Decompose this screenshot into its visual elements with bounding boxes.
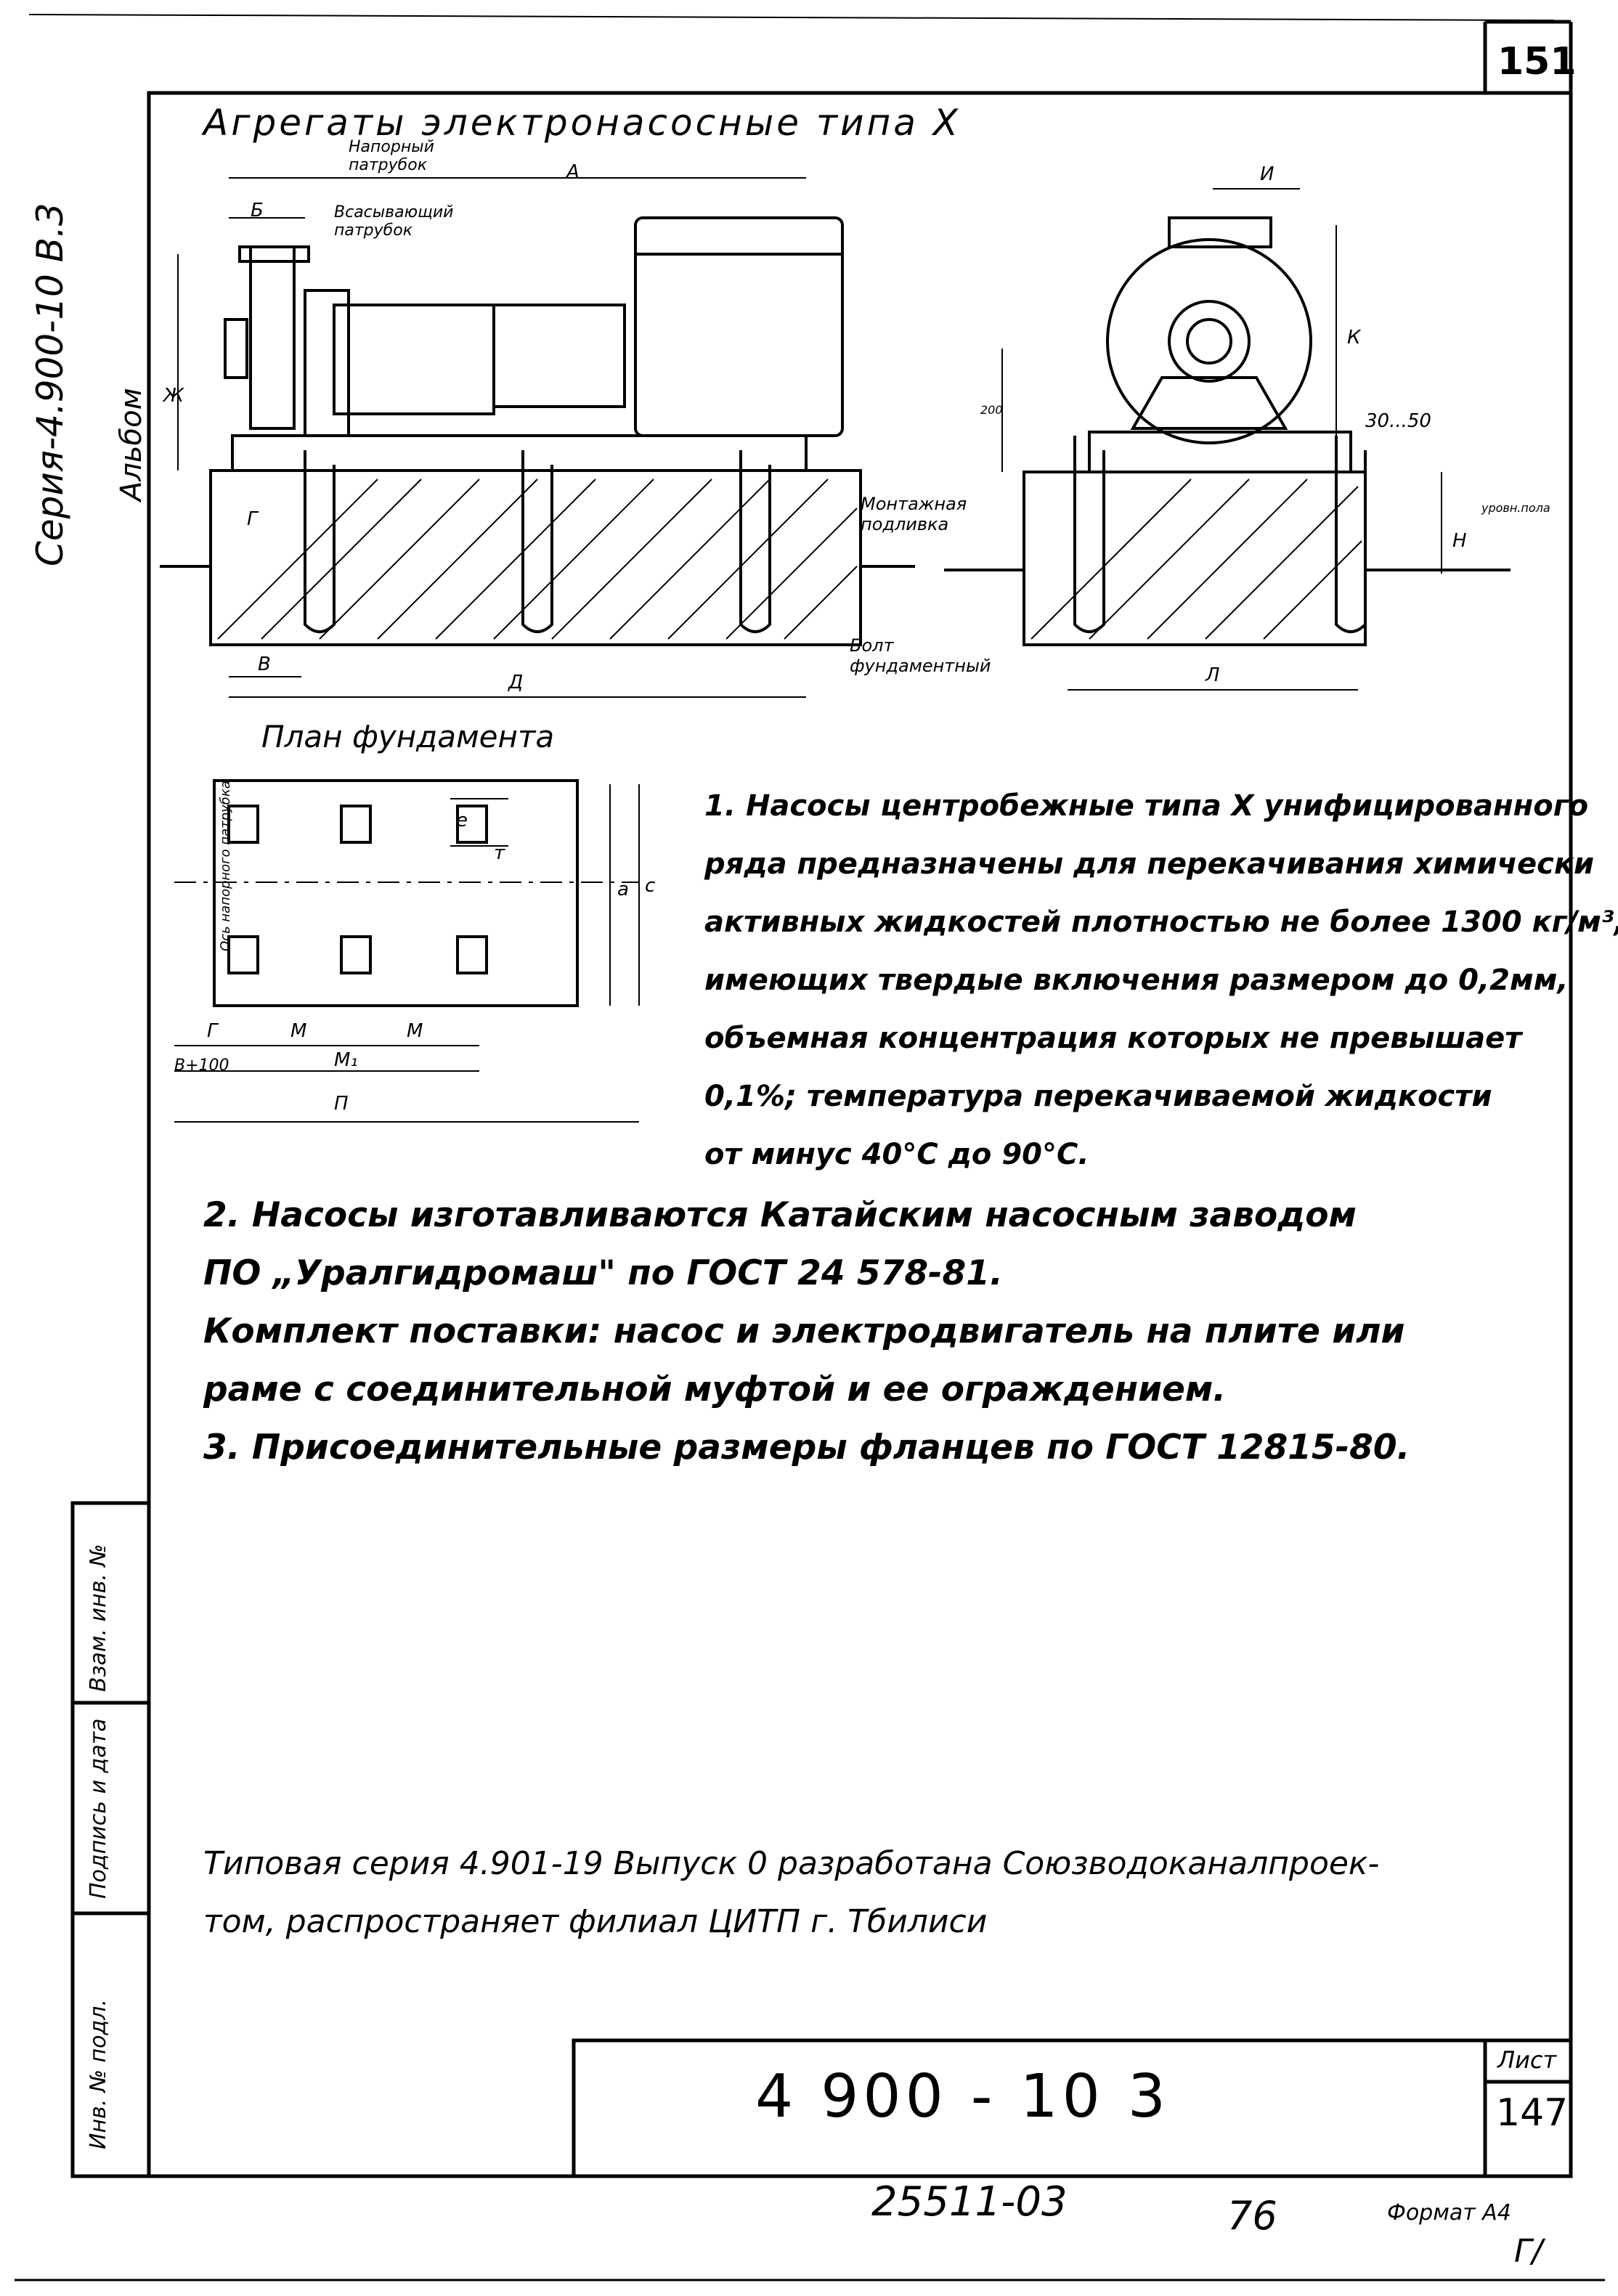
- dim-gap: 30...50: [1365, 410, 1431, 432]
- discharge-pipe-label: Напорный патрубок: [349, 138, 434, 174]
- level-label: уровн.пола: [1481, 501, 1550, 515]
- dim-l: Л: [1206, 664, 1220, 686]
- footer-note-line: Типовая серия 4.901-19 Выпуск 0 разработ…: [203, 1845, 1380, 1882]
- sheet-number: 147: [1496, 2091, 1569, 2135]
- plan-dim-e: е: [456, 810, 468, 831]
- bolt-label: Болт фундаментный: [850, 635, 991, 676]
- plan-dim-m: т: [494, 842, 505, 864]
- plan-dim-m-left: М: [290, 1020, 307, 1042]
- series-side-label: Серия-4.900-10 В.3: [29, 203, 71, 566]
- handwritten-number: 76: [1227, 2193, 1277, 2239]
- plan-dim-m-right: М: [407, 1020, 423, 1042]
- dim-g: Г: [247, 508, 258, 530]
- album-side-label: Альбом: [115, 388, 148, 501]
- sheet-title: Агрегаты электронасосные типа Х: [203, 102, 962, 144]
- dim-k: К: [1347, 327, 1361, 349]
- note-line: 2. Насосы изготавливаются Катайским насо…: [203, 1195, 1357, 1235]
- footer-note-line: том, распространяет филиал ЦИТП г. Тбили…: [203, 1903, 988, 1940]
- plan-dim-p: П: [334, 1093, 349, 1115]
- plan-title: План фундамента: [261, 719, 555, 754]
- note-line: 1. Насосы центробежные типа Х унифициров…: [704, 789, 1589, 823]
- document-code: 4 900 - 10 3: [755, 2062, 1171, 2131]
- dim-v: В: [258, 654, 271, 675]
- handwritten-mark: Г/: [1514, 2233, 1543, 2270]
- plan-dim-a: а: [617, 879, 629, 900]
- plan-axis-label: Ось напорного патрубка: [218, 781, 233, 951]
- note-line: 3. Присоединительные размеры фланцев по …: [203, 1428, 1410, 1467]
- stamp-inv-podl: Инв. № подл.: [86, 1999, 111, 2149]
- note-line: активных жидкостей плотностью не более 1…: [704, 905, 1618, 939]
- dim-n: Н: [1452, 530, 1467, 552]
- order-number: 25511-03: [871, 2178, 1068, 2226]
- note-line: объемная концентрация которых не превыша…: [704, 1022, 1522, 1055]
- dim-i: И: [1260, 163, 1275, 185]
- dim-zh: Ж: [163, 385, 184, 407]
- sheet-label: Лист: [1497, 2046, 1557, 2074]
- note-line: 0,1%; температура перекачиваемой жидкост…: [704, 1080, 1492, 1113]
- plan-dim-m1: М₁: [334, 1049, 358, 1071]
- stamp-podpis: Подпись и дата: [86, 1718, 111, 1900]
- dim-d: Д: [508, 672, 524, 693]
- dim-small: 200: [980, 403, 1003, 417]
- note-line: от минус 40°С до 90°С.: [704, 1138, 1089, 1171]
- plan-dim-g: Г: [207, 1020, 218, 1042]
- dim-a: А: [566, 161, 580, 183]
- note-line: раме с соединительной муфтой и ее огражд…: [203, 1369, 1227, 1409]
- dim-b: Б: [251, 200, 264, 221]
- grout-label: Монтажная подливка: [861, 494, 967, 534]
- suction-pipe-label: Всасывающий патрубок: [334, 203, 454, 240]
- stamp-vzam: Взам. инв. №: [86, 1544, 111, 1692]
- page-number: 151: [1497, 40, 1577, 84]
- note-line: имеющих твердые включения размером до 0,…: [704, 964, 1569, 997]
- note-line: ПО „Уралгидромаш" по ГОСТ 24 578-81.: [203, 1253, 1003, 1293]
- note-line: Комплект поставки: насос и электродвигат…: [203, 1311, 1405, 1351]
- note-line: ряда предназначены для перекачивания хим…: [704, 847, 1595, 881]
- plan-dim-s: с: [645, 875, 656, 897]
- plan-dim-v100: В+100: [174, 1057, 229, 1075]
- format-label: Формат А4: [1387, 2200, 1511, 2226]
